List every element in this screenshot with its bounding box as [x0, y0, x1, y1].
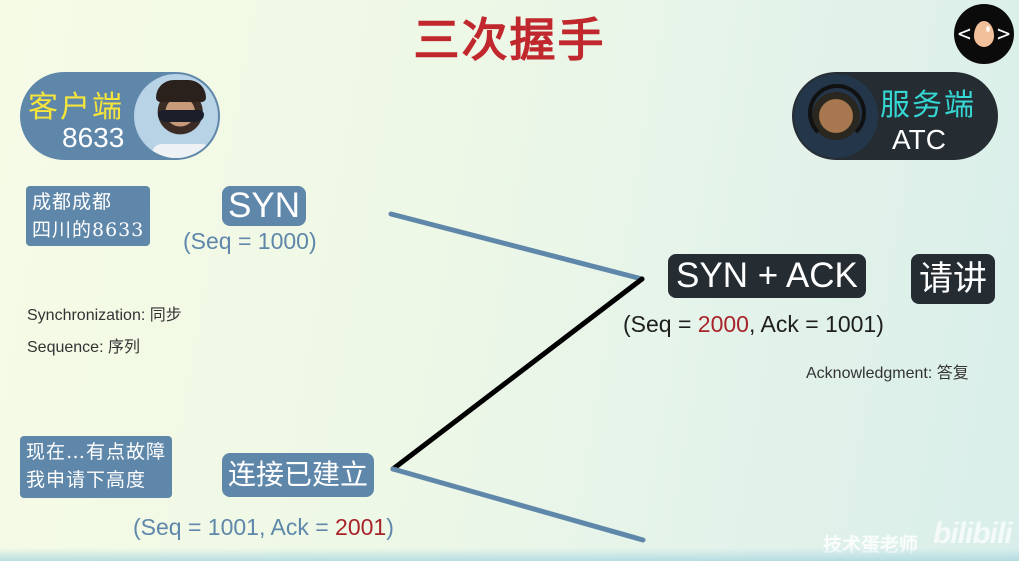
note-line: 四川的8633 — [32, 219, 145, 241]
channel-logo: < > — [954, 4, 1014, 64]
client-role-label: 客户端 — [28, 90, 124, 125]
seq-suffix: ) — [386, 514, 394, 540]
ack-line — [390, 466, 646, 543]
client-id-label: 8633 — [62, 122, 125, 153]
collar-shape — [152, 144, 212, 158]
seq-value: 2000 — [697, 311, 749, 337]
glossary-seq: Sequence: 序列 — [27, 339, 140, 356]
ack-part: , Ack = 1001) — [748, 311, 884, 337]
syn-line — [388, 211, 645, 282]
seq-prefix: (Seq = 1001, Ack = — [133, 514, 336, 540]
server-badge: 服务端 ATC — [792, 72, 998, 160]
server-avatar — [794, 74, 878, 158]
established-label: 连接已建立 — [222, 453, 375, 497]
seq-prefix: (Seq = — [623, 311, 698, 337]
glossary-sync: Synchronization: 同步 — [27, 307, 182, 324]
syn-label: SYN — [222, 186, 306, 226]
decorative-hills — [0, 548, 1019, 561]
headset-icon — [808, 84, 866, 142]
egg-icon — [974, 21, 994, 47]
note-line: 成都成都 — [32, 191, 113, 213]
syn-ack-line — [390, 276, 645, 472]
note-line: 现在…有点故障 — [26, 441, 167, 463]
sunglasses-icon — [158, 110, 204, 122]
server-id-label: ATC — [892, 124, 946, 155]
syn-ack-label: SYN + ACK — [668, 254, 866, 298]
hair-shape — [156, 80, 206, 102]
client-avatar — [134, 74, 218, 158]
syn-seq-text: (Seq = 1000) — [183, 228, 317, 254]
page-title: 三次握手 — [413, 13, 606, 67]
glossary-ack: Acknowledgment: 答复 — [806, 365, 969, 382]
client-note-2: 现在…有点故障 我申请下高度 — [20, 436, 173, 498]
bilibili-logo-icon: bilibili — [933, 517, 1013, 550]
ack-value: 2001 — [335, 514, 387, 540]
ack-seq-text: (Seq = 1001, Ack = 2001) — [133, 514, 394, 541]
client-note-1: 成都成都 四川的8633 — [26, 186, 151, 246]
right-angle-icon: > — [997, 21, 1011, 47]
syn-ack-seq-text: (Seq = 2000, Ack = 1001) — [623, 311, 884, 338]
note-line: 我申请下高度 — [26, 469, 147, 491]
client-badge: 客户端 8633 — [20, 72, 220, 160]
left-angle-icon: < — [957, 21, 971, 47]
server-role-label: 服务端 — [880, 88, 976, 123]
reply-label: 请讲 — [911, 254, 995, 304]
